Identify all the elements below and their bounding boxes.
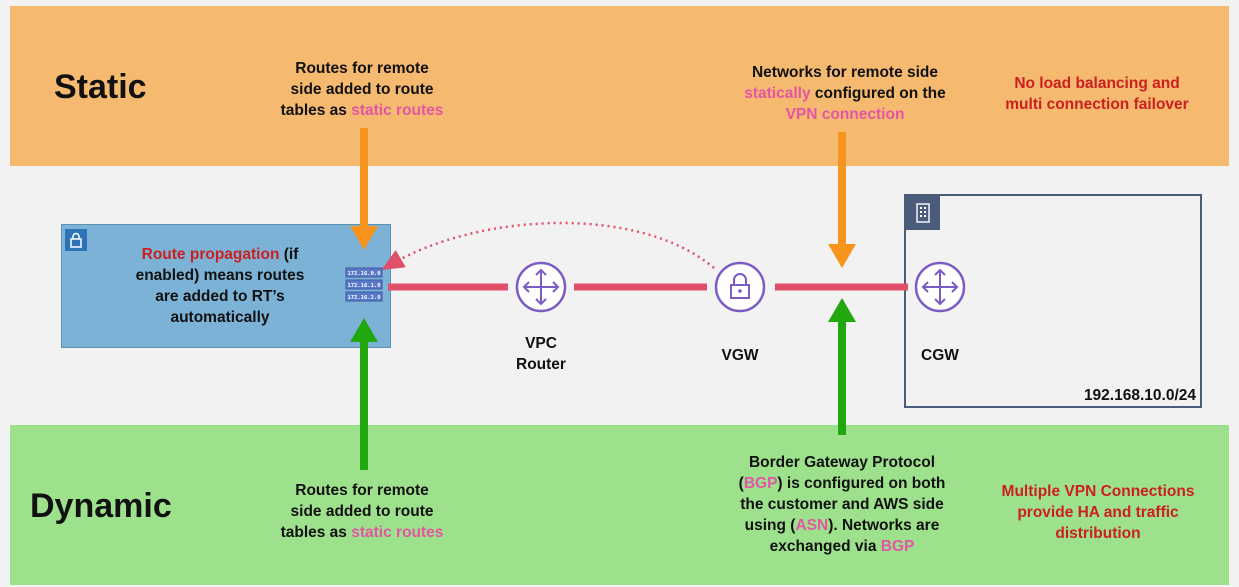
- cgw-label: CGW: [921, 347, 959, 364]
- vpc-router-label-2: Router: [516, 356, 566, 373]
- cgw-cidr-label: 192.168.10.0/24: [1084, 387, 1196, 404]
- building-icon: [906, 196, 940, 230]
- svg-text:172.16.2.0: 172.16.2.0: [347, 295, 380, 301]
- svg-text:172.16.1.0: 172.16.1.0: [347, 283, 380, 289]
- route-propagation-note: Route propagation (if enabled) means rou…: [135, 246, 305, 326]
- static-arrow-right: [828, 132, 856, 268]
- cgw-icon: [914, 261, 966, 313]
- vpc-router-label-1: VPC: [525, 335, 557, 352]
- vpc-router-icon: [515, 261, 567, 313]
- static-mid-note: Networks for remote side statically conf…: [744, 64, 946, 123]
- static-band: [10, 6, 1229, 166]
- dynamic-arrow-right: [828, 298, 856, 435]
- vpc-box: [61, 224, 391, 348]
- dynamic-band: [10, 425, 1229, 585]
- dynamic-left-note: Routes for remote side added to route ta…: [280, 482, 444, 541]
- vgw-icon: [714, 261, 766, 313]
- vgw-label: VGW: [721, 347, 758, 364]
- route-table-icon: 172.16.0.0 172.16.1.0 172.16.2.0: [345, 267, 383, 302]
- bgp-note: Border Gateway Protocol (BGP) is configu…: [738, 454, 946, 555]
- dynamic-right-note: Multiple VPN Connections provide HA and …: [1001, 483, 1195, 542]
- dynamic-title: Dynamic: [30, 487, 172, 525]
- static-left-note: Routes for remote side added to route ta…: [280, 60, 444, 119]
- static-title: Static: [54, 68, 147, 106]
- static-right-note: No load balancing and multi connection f…: [1005, 75, 1189, 113]
- route-propagation-arrow: [381, 221, 715, 271]
- svg-text:172.16.0.0: 172.16.0.0: [347, 271, 380, 277]
- vpc-lock-icon: [65, 229, 87, 251]
- static-arrow-left: [350, 128, 378, 250]
- dynamic-arrow-left: [350, 318, 378, 470]
